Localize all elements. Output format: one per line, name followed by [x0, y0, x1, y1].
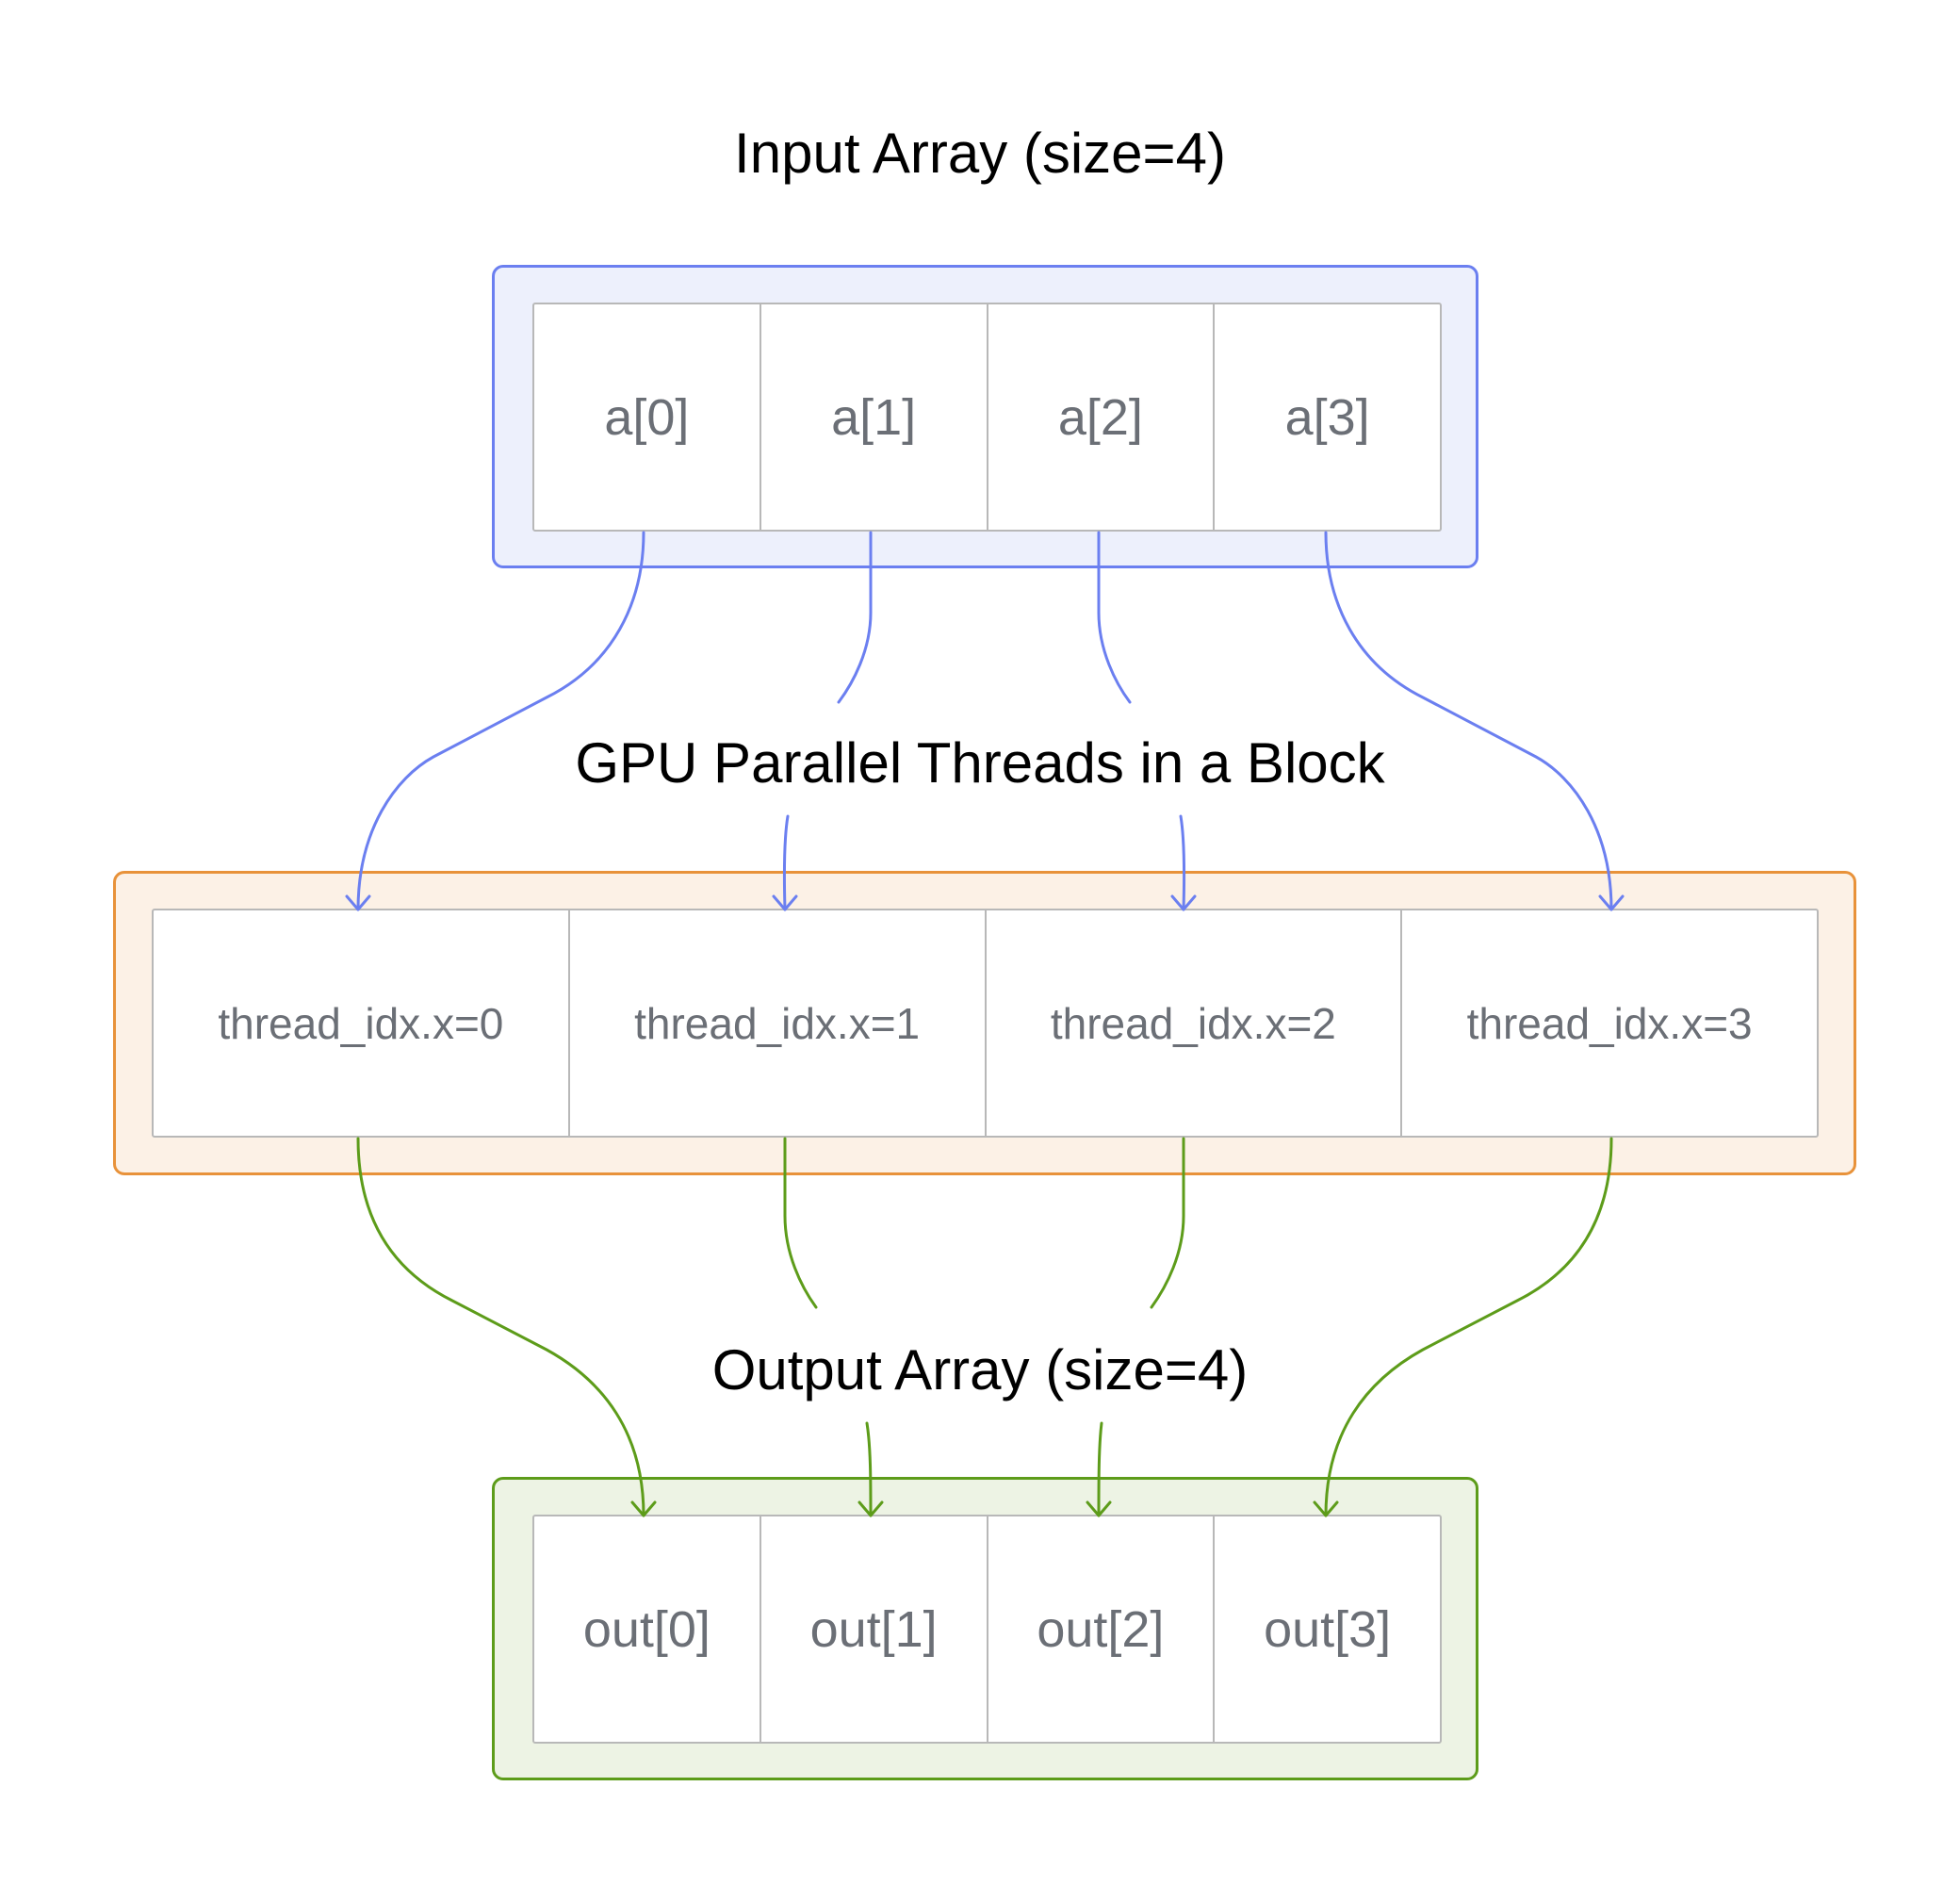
input-cell-0: a[0]: [534, 304, 761, 530]
input-cell-1: a[1]: [761, 304, 988, 530]
gpu-threads-title: GPU Parallel Threads in a Block: [0, 731, 1960, 795]
thread-cell-3: thread_idx.x=3: [1466, 998, 1753, 1048]
gpu-threads-title-text: GPU Parallel Threads in a Block: [569, 731, 1391, 795]
output-cell-3: out[3]: [1264, 1600, 1392, 1658]
arrow-thread3-out3: [1324, 1137, 1613, 1517]
output-cell-0: out[0]: [534, 1516, 761, 1742]
input-array-group: a[0] a[1] a[2] a[3]: [492, 265, 1478, 568]
output-array-group: out[0] out[1] out[2] out[3]: [492, 1477, 1478, 1780]
input-array-title-text: Input Array (size=4): [728, 122, 1232, 185]
input-array-cells: a[0] a[1] a[2] a[3]: [532, 303, 1442, 532]
output-cell-1: out[1]: [761, 1516, 988, 1742]
input-cell-3: a[3]: [1284, 388, 1370, 446]
arrow-a0-thread0: [356, 531, 645, 911]
output-cell-2: out[2]: [988, 1516, 1216, 1742]
output-array-cells: out[0] out[1] out[2] out[3]: [532, 1515, 1442, 1744]
output-array-title: Output Array (size=4): [0, 1338, 1960, 1401]
thread-cell-1: thread_idx.x=1: [570, 910, 987, 1136]
input-array-title: Input Array (size=4): [0, 122, 1960, 185]
gpu-threads-cells: thread_idx.x=0 thread_idx.x=1 thread_idx…: [152, 909, 1819, 1138]
input-to-thread-arrows: [345, 531, 1625, 911]
thread-to-output-arrows: [356, 1137, 1613, 1517]
gpu-threads-group: thread_idx.x=0 thread_idx.x=1 thread_idx…: [113, 871, 1856, 1175]
input-cell-2: a[2]: [988, 304, 1216, 530]
arrow-thread0-out0: [356, 1137, 645, 1517]
thread-cell-0: thread_idx.x=0: [154, 910, 570, 1136]
arrow-a3-thread3: [1324, 531, 1613, 911]
output-array-title-text: Output Array (size=4): [706, 1338, 1254, 1401]
thread-cell-2: thread_idx.x=2: [987, 910, 1403, 1136]
